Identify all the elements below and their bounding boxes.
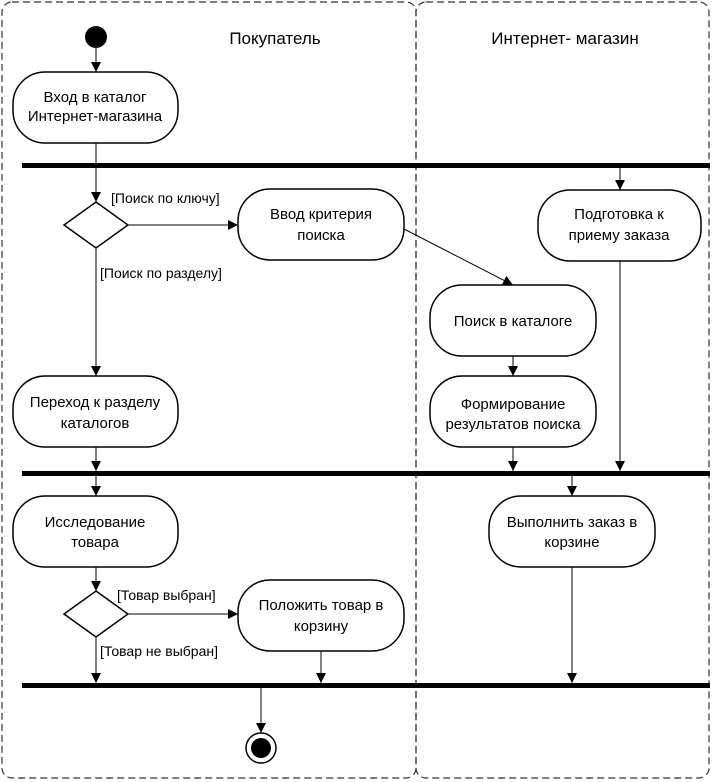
svg-text:Ввод критерия: Ввод критерия: [270, 206, 372, 223]
join-bar-3: [22, 683, 710, 688]
svg-text:товара: товара: [71, 534, 120, 551]
activity-study-product: Исследование товара: [12, 495, 179, 568]
final-node: [245, 732, 277, 764]
lane-title-customer: Покупатель: [229, 29, 320, 48]
guard-product-selected: [Товар выбран]: [117, 587, 216, 603]
decision-search-type: [62, 201, 130, 249]
guard-product-not-selected: [Товар не выбран]: [100, 643, 218, 659]
activity-enter-criteria: Ввод критерия поиска: [237, 188, 405, 261]
svg-text:Формирование: Формирование: [461, 396, 566, 413]
lane-customer: [1, 1, 417, 779]
activity-put-in-cart: Положить товар в корзину: [237, 579, 405, 652]
svg-text:Поиск в каталоге: Поиск в каталоге: [454, 313, 573, 330]
guard-search-by-key: [Поиск по ключу]: [111, 190, 220, 206]
svg-text:корзину: корзину: [294, 618, 349, 635]
svg-text:поиска: поиска: [297, 227, 345, 244]
svg-text:Интернет-магазина: Интернет-магазина: [28, 108, 163, 125]
lane-title-store: Интернет- магазин: [491, 29, 638, 48]
svg-text:корзине: корзине: [544, 534, 599, 551]
activity-prepare-order: Подготовка к приему заказа: [537, 189, 702, 262]
svg-text:Переход к разделу: Переход к разделу: [30, 394, 161, 411]
svg-text:результатов поиска: результатов поиска: [445, 416, 581, 433]
activity-enter-catalog: Вход в каталог Интернет-магазина: [12, 71, 179, 144]
guard-search-by-section: [Поиск по разделу]: [100, 265, 222, 281]
svg-text:Исследование: Исследование: [45, 514, 146, 531]
svg-text:Выполнить заказ в: Выполнить заказ в: [507, 514, 638, 531]
activity-search-catalog: Поиск в каталоге: [429, 284, 597, 357]
initial-node: [85, 26, 107, 48]
activity-goto-section: Переход к разделу каталогов: [12, 375, 179, 448]
fork-bar-1: [22, 163, 710, 168]
svg-text:Подготовка к: Подготовка к: [574, 206, 664, 223]
join-bar-2: [22, 471, 710, 476]
activity-execute-order: Выполнить заказ в корзине: [488, 495, 656, 568]
svg-text:каталогов: каталогов: [61, 415, 130, 432]
activity-form-results: Формирование результатов поиска: [429, 375, 597, 448]
svg-text:Положить товар в: Положить товар в: [259, 597, 384, 614]
edge-criteria-to-search: [403, 228, 514, 286]
svg-text:приему заказа: приему заказа: [569, 227, 670, 244]
lane-store: [415, 1, 710, 779]
svg-text:Вход в каталог: Вход в каталог: [44, 89, 147, 106]
